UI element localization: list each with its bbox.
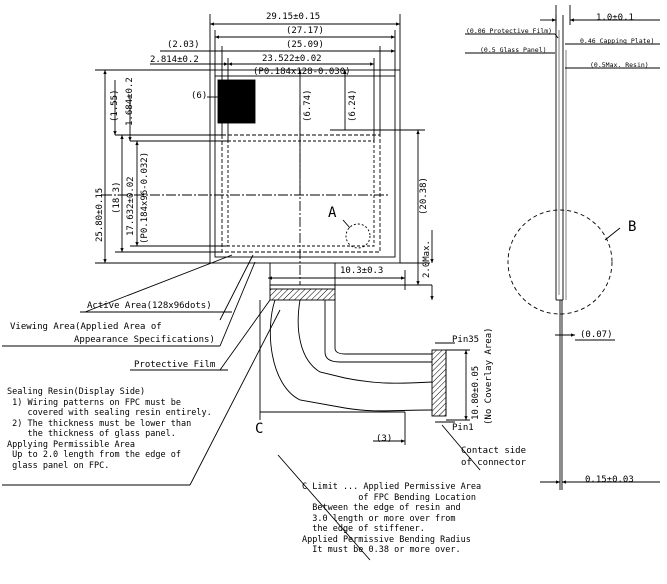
dim-27-17: (27.17) bbox=[286, 26, 324, 36]
detail-c-label: C bbox=[255, 421, 264, 437]
fpc-stiffener bbox=[269, 288, 336, 301]
dim-1-0: 1.0±0.1 bbox=[596, 13, 634, 23]
dim-10-80: 10.80±0.05 bbox=[471, 365, 481, 420]
dim-1-55: (1.55) bbox=[110, 89, 120, 122]
label-active-area: Active Area(128x96dots) bbox=[87, 301, 212, 311]
contact-side-1: Contact side bbox=[461, 446, 527, 456]
note-sealing-resin: Sealing Resin(Display Side) 1) Wiring pa… bbox=[7, 387, 212, 471]
dim-3: (3) bbox=[376, 434, 393, 444]
dim-2-814: 2.814±0.2 bbox=[150, 55, 199, 65]
detail-a-label: A bbox=[328, 205, 337, 221]
protective-film-outline bbox=[214, 75, 396, 258]
detail-b-label: B bbox=[628, 219, 637, 235]
pin35-label: Pin35 bbox=[452, 335, 480, 345]
label-viewing-area-1: Viewing Area(Applied Area of bbox=[10, 322, 162, 332]
side-glass-panel: (0.5 Glass Panel) bbox=[480, 46, 547, 54]
active-area-outline bbox=[227, 140, 375, 247]
dim-25-09: (25.09) bbox=[286, 40, 324, 50]
detail-b-circle bbox=[507, 209, 613, 315]
dim-0-15: 0.15±0.03 bbox=[585, 475, 634, 485]
viewing-area-outline bbox=[221, 134, 381, 253]
contact-side-2: of connector bbox=[461, 458, 527, 468]
note-c-limit: C Limit ... Applied Permissive Area of F… bbox=[302, 482, 482, 555]
dim-pitch-h: (P0.184x128-0.030) bbox=[253, 67, 351, 77]
fpc-connector bbox=[431, 349, 447, 417]
mark-six bbox=[217, 79, 256, 124]
mark-six-label: (6) bbox=[191, 91, 208, 101]
dim-17-632: 17.632±0.02 bbox=[126, 176, 136, 236]
dim-height-total: 25.80±0.15 bbox=[95, 187, 105, 242]
dim-0-07: (0.07) bbox=[580, 330, 613, 340]
side-capping-plate: 0.46 Capping Plate) bbox=[580, 37, 655, 45]
glass-panel-outline bbox=[209, 69, 401, 264]
no-coverlay-label: (No Coverlay Area) bbox=[484, 327, 494, 425]
dim-6-74: (6.74) bbox=[303, 89, 313, 122]
side-resin: (0.5Max. Resin) bbox=[590, 61, 649, 69]
dim-6-24: (6.24) bbox=[348, 89, 358, 122]
label-viewing-area-2: Appearance Specifications) bbox=[74, 335, 215, 345]
dim-2-03: (2.03) bbox=[167, 40, 200, 50]
dim-10-3: 10.3±0.3 bbox=[340, 266, 384, 276]
dim-2-0max: 2.0Max. bbox=[422, 240, 432, 278]
dim-18-3: (18.3) bbox=[112, 181, 122, 214]
dim-pitch-v: (P0.184x96-0.032) bbox=[140, 151, 150, 244]
dim-width-total: 29.15±0.15 bbox=[266, 12, 321, 22]
label-protective-film: Protective Film bbox=[134, 360, 216, 370]
detail-a-circle bbox=[345, 223, 371, 249]
dim-20-38: (20.38) bbox=[419, 177, 429, 215]
dim-1-684: 1.684±0.2 bbox=[125, 77, 135, 126]
dim-23-522: 23.522±0.02 bbox=[262, 54, 322, 64]
side-protective-film: (0.06 Protective Film) bbox=[466, 27, 553, 35]
pin1-label: Pin1 bbox=[452, 423, 474, 433]
